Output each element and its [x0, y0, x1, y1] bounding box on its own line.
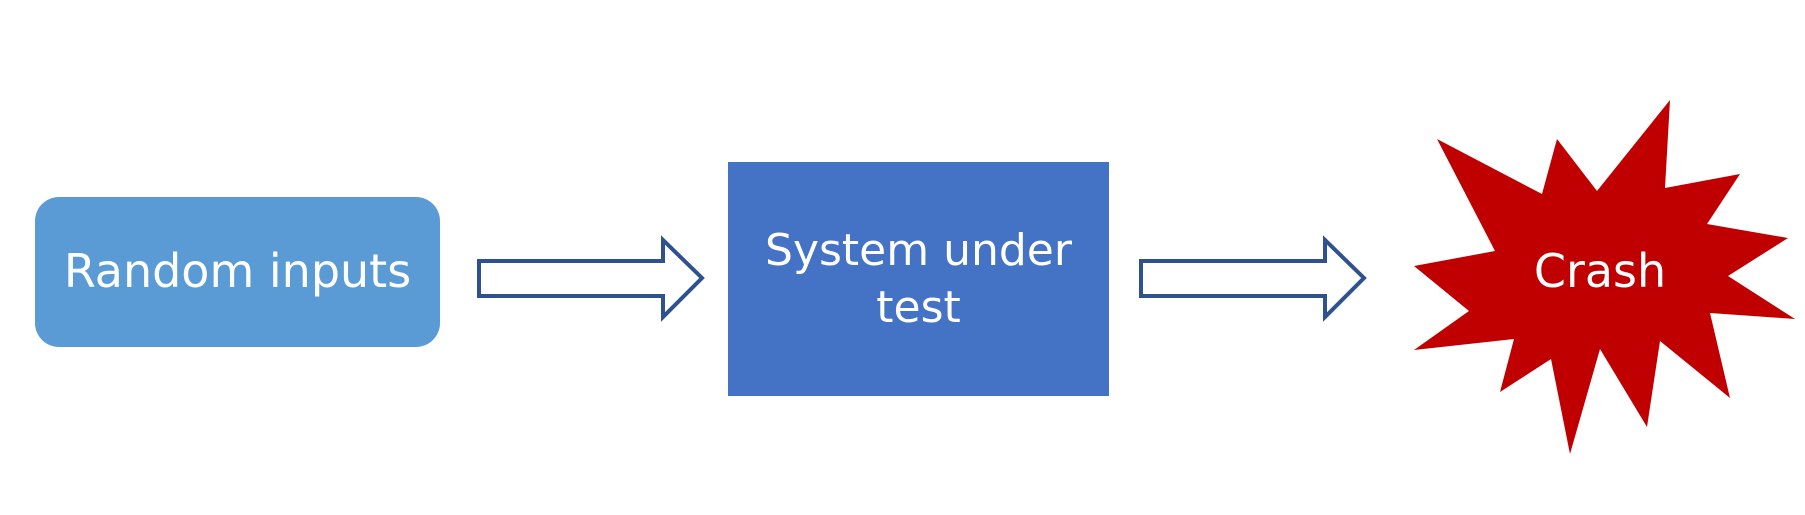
arrow-system-to-crash-icon — [1139, 235, 1367, 322]
system-under-test-label: System under test — [765, 224, 1072, 333]
arrow-input-to-system-icon — [477, 235, 705, 322]
system-under-test-node: System under test — [728, 162, 1109, 396]
crash-burst-icon — [1414, 100, 1795, 454]
crash-label: Crash — [1533, 244, 1667, 298]
random-inputs-node: Random inputs — [35, 197, 440, 347]
random-inputs-label: Random inputs — [63, 244, 412, 299]
